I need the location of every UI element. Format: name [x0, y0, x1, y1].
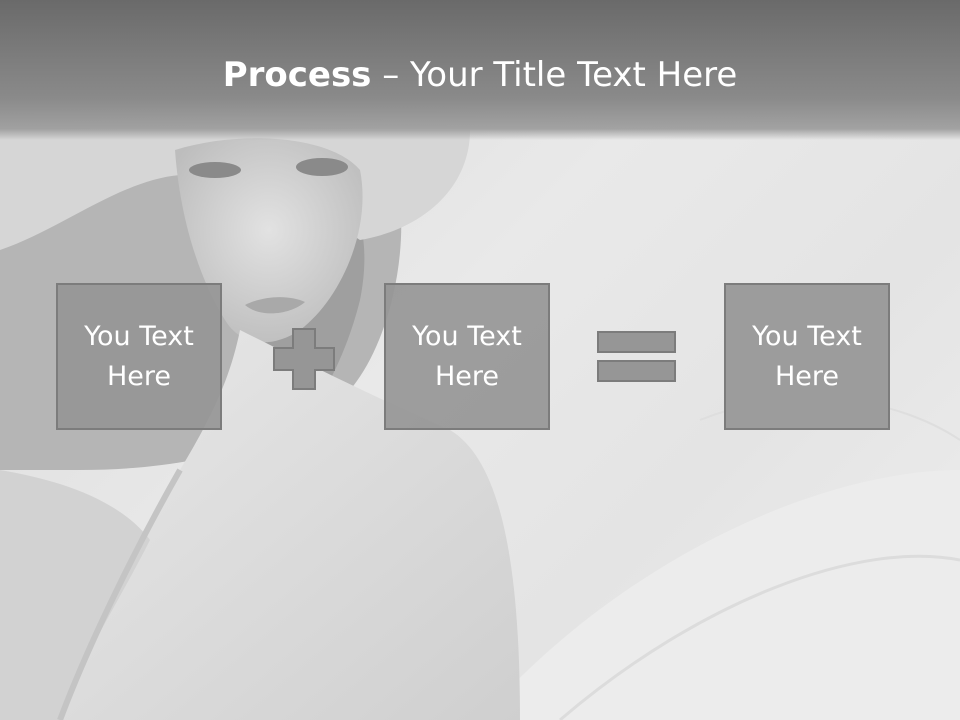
process-step-label-1: You Text Here: [84, 320, 194, 392]
process-step-box-2[interactable]: You Text Here: [384, 283, 550, 430]
process-step-label-2: You Text Here: [412, 320, 522, 392]
process-step-box-1[interactable]: You Text Here: [56, 283, 222, 430]
slide-title: Process – Your Title Text Here: [0, 52, 960, 98]
title-rest: – Your Title Text Here: [371, 55, 738, 95]
process-step-label-3: You Text Here: [752, 320, 862, 392]
plus-icon: [273, 328, 335, 390]
title-bold: Process: [222, 55, 372, 95]
equals-icon: [597, 331, 676, 382]
process-step-box-3[interactable]: You Text Here: [724, 283, 890, 430]
title-bar: [0, 0, 960, 140]
